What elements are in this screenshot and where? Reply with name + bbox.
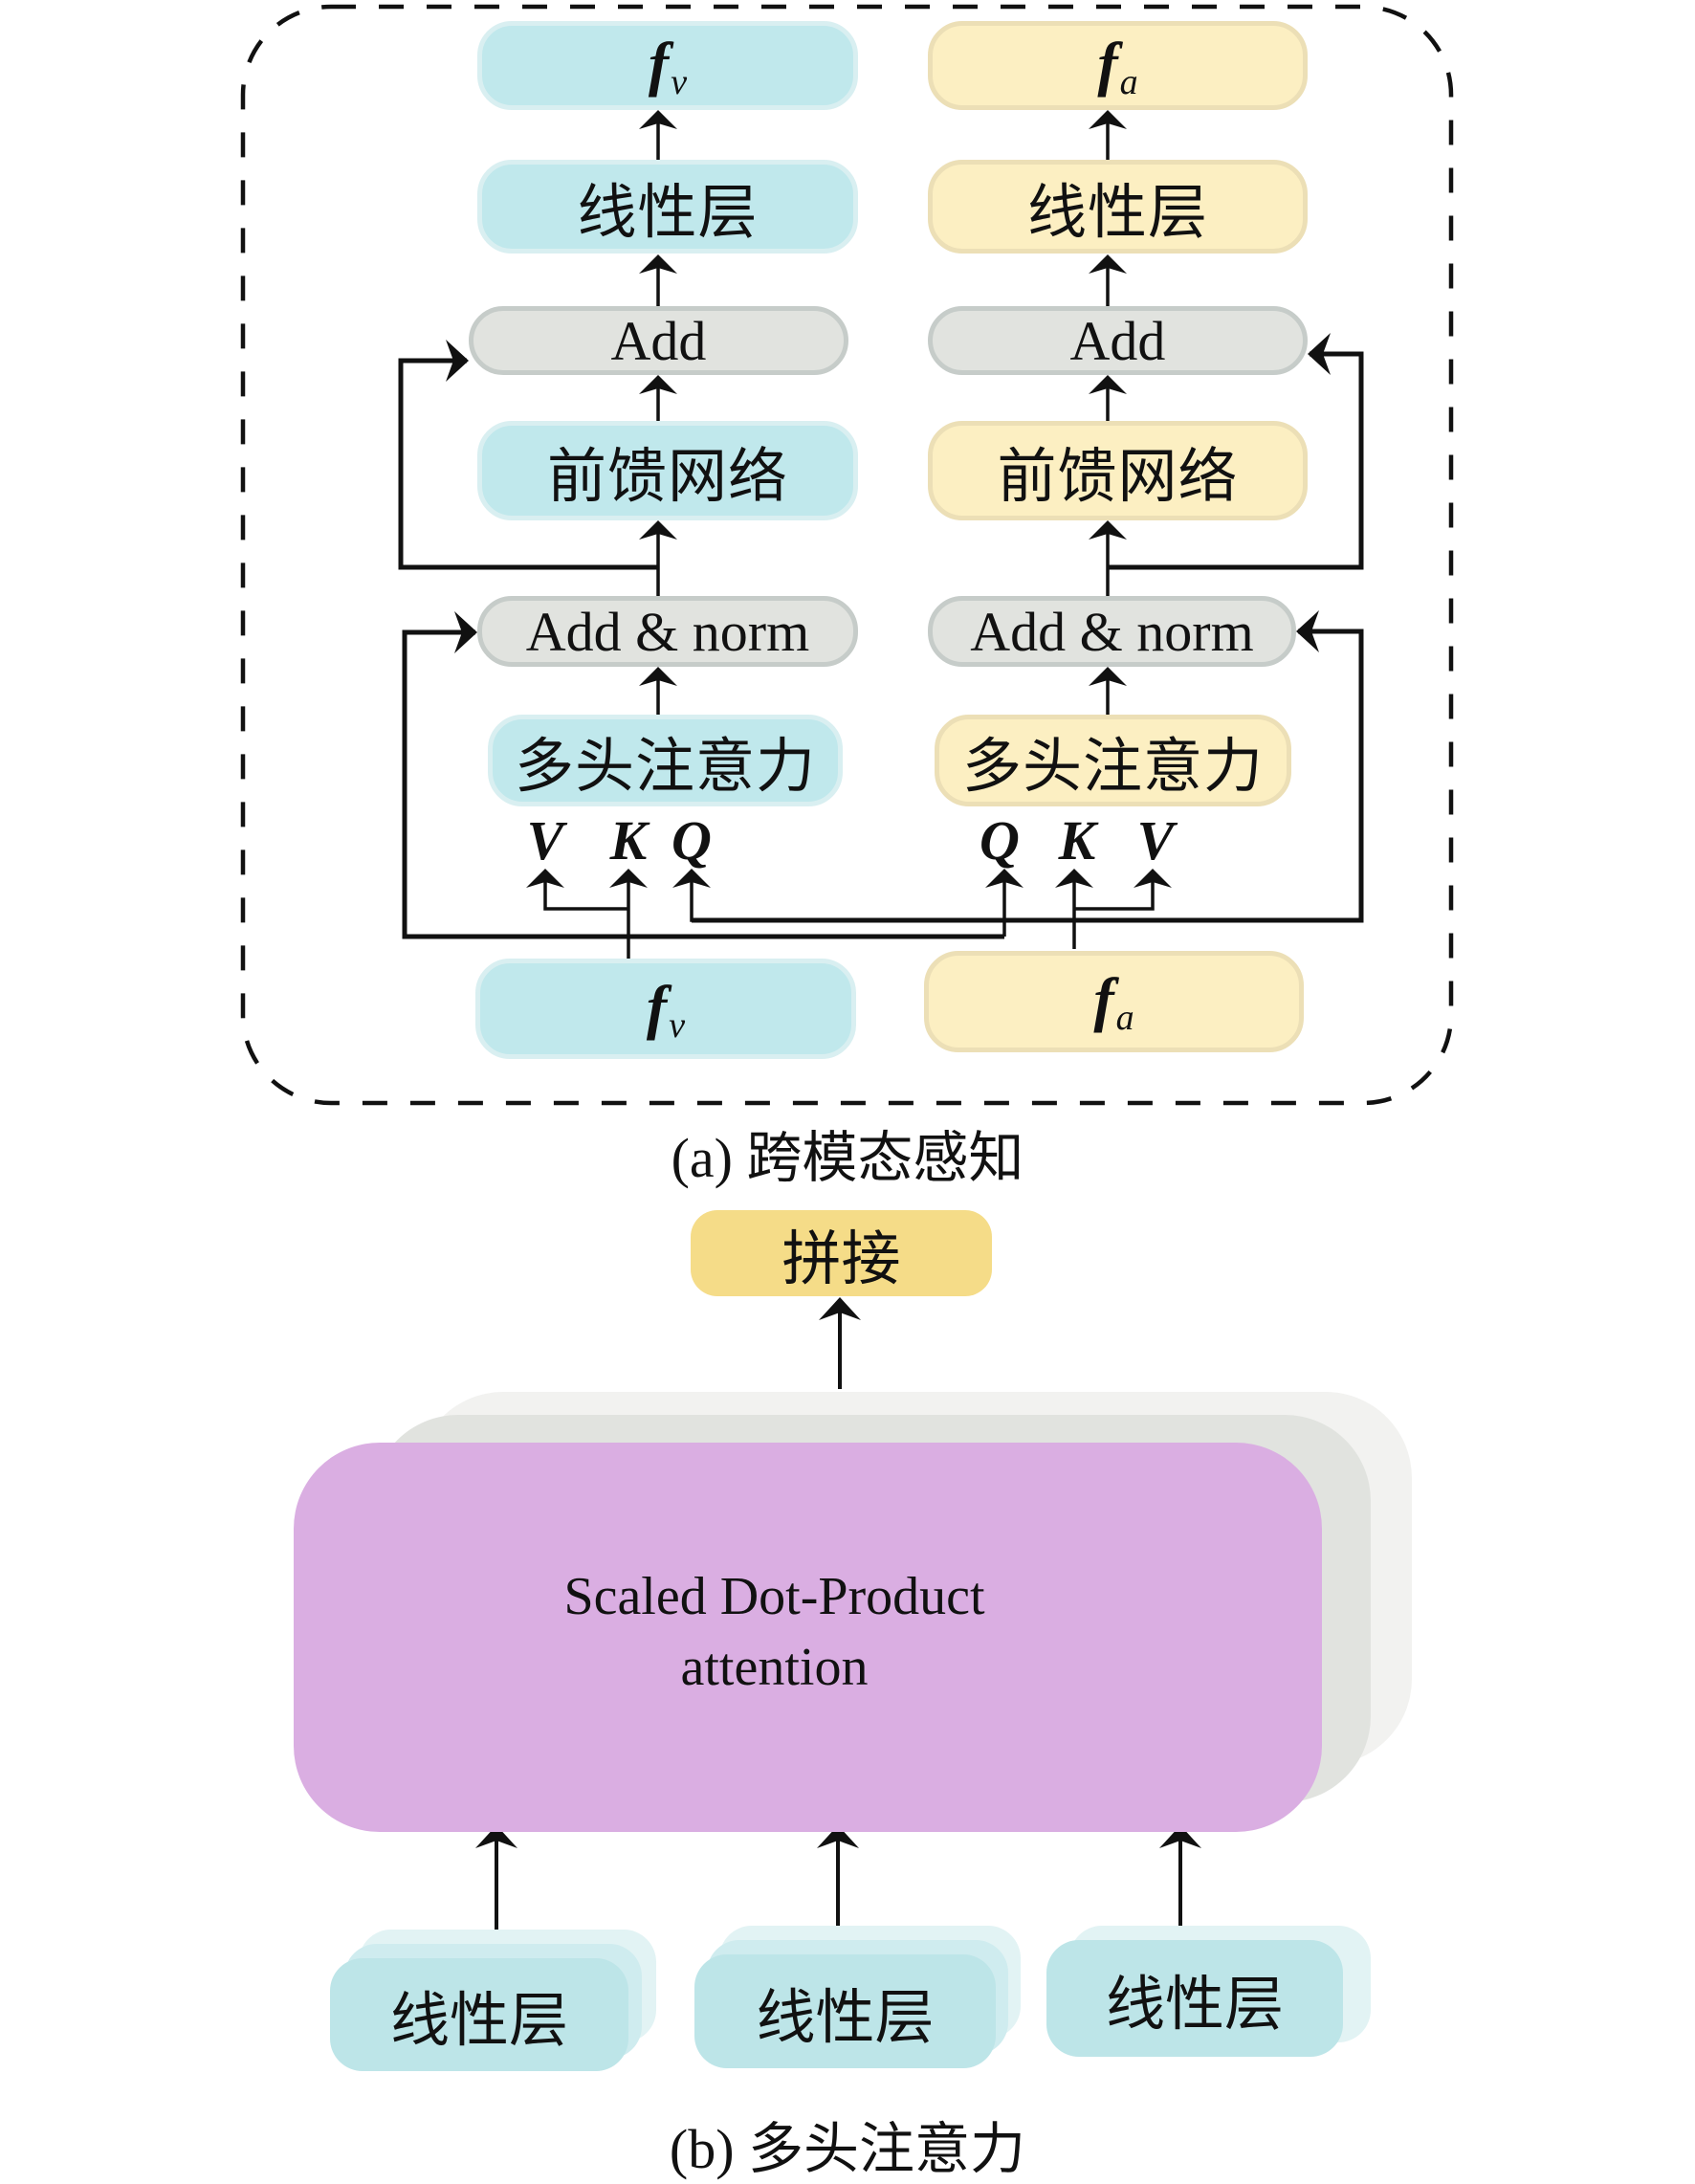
sdpa-head-front: Scaled Dot-Product attention [294, 1443, 1322, 1832]
linear1-label: 线性层 [389, 1989, 568, 2054]
visual-output-symbol: fv [648, 29, 688, 102]
audio-output-node: fa [928, 21, 1308, 110]
visual-add-label: Add [610, 309, 707, 372]
sdpa-label-line2: attention [680, 1637, 869, 1697]
audio-add-label: Add [1069, 309, 1166, 372]
sdpa-label-line1: Scaled Dot-Product [563, 1566, 985, 1626]
audio-add-norm-label: Add & norm [970, 600, 1254, 663]
visual-linear-label: 线性层 [577, 181, 759, 246]
visual-Q-label: Q [671, 809, 712, 871]
feed-a-V [1074, 869, 1172, 911]
audio-mha-node: 多头注意力 [935, 715, 1291, 806]
audio-ffn-label: 前馈网络 [997, 445, 1239, 510]
visual-ffn-label: 前馈网络 [546, 445, 788, 510]
audio-add-norm-node: Add & norm [928, 596, 1296, 667]
linear1-front: 线性层 [330, 1958, 628, 2071]
feed-v-V [526, 869, 628, 911]
visual-V-label: V [526, 809, 564, 871]
audio-input-node: fa [924, 951, 1304, 1052]
concat-label: 拼接 [781, 1227, 901, 1292]
visual-mha-label: 多头注意力 [514, 735, 816, 800]
audio-linear-label: 线性层 [1026, 181, 1208, 246]
audio-input-symbol: fa [1093, 965, 1134, 1038]
caption-b: (b) 多头注意力 [669, 2118, 1026, 2180]
concat-node: 拼接 [691, 1210, 992, 1296]
linear3-label: 线性层 [1105, 1973, 1284, 2038]
linear2-front: 线性层 [694, 1954, 996, 2068]
visual-input-node: fv [475, 959, 856, 1059]
visual-linear-layer: 线性层 [477, 160, 858, 254]
audio-ffn-node: 前馈网络 [928, 421, 1308, 520]
audio-K-label: K [1058, 809, 1096, 871]
visual-add-norm-node: Add & norm [477, 596, 858, 667]
visual-ffn-node: 前馈网络 [477, 421, 858, 520]
feed-a-to-v-Q-path [672, 869, 1004, 922]
visual-K-label: K [609, 809, 648, 871]
visual-input-symbol: fv [646, 972, 686, 1046]
audio-add-node: Add [928, 306, 1308, 375]
caption-a: (a) 跨模态感知 [671, 1127, 1024, 1189]
visual-output-node: fv [477, 21, 858, 110]
visual-add-node: Add [469, 306, 848, 375]
linear2-label: 线性层 [756, 1985, 935, 2051]
audio-mha-label: 多头注意力 [961, 735, 1264, 800]
audio-Q-label: Q [980, 809, 1020, 871]
audio-output-symbol: fa [1097, 29, 1138, 102]
visual-mha-node: 多头注意力 [488, 715, 843, 806]
visual-add-norm-label: Add & norm [525, 600, 810, 663]
audio-V-label: V [1136, 809, 1175, 871]
linear3-front: 线性层 [1046, 1940, 1343, 2057]
audio-linear-layer: 线性层 [928, 160, 1308, 254]
